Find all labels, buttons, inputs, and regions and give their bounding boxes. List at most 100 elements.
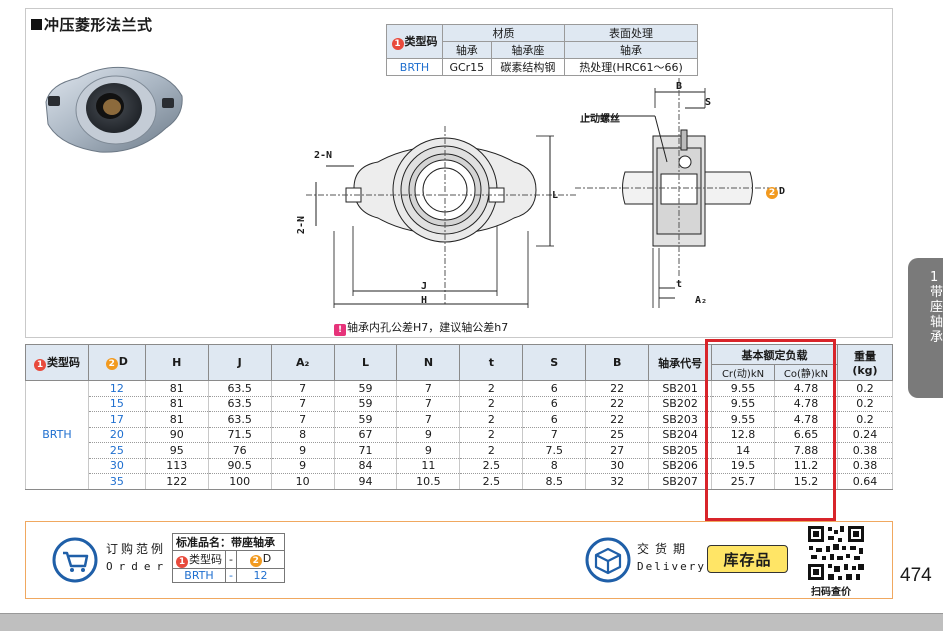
cell-N: 9 bbox=[396, 427, 461, 443]
section-title-text: 冲压菱形法兰式 bbox=[44, 16, 153, 34]
cell-D: 17 bbox=[87, 411, 146, 428]
cell-S: 7 bbox=[522, 427, 587, 443]
col-A2: A₂ bbox=[270, 344, 335, 381]
cell-t: 2 bbox=[459, 442, 524, 459]
cell-A2: 9 bbox=[270, 458, 335, 474]
cell-t: 2 bbox=[459, 380, 524, 397]
col-H: H bbox=[144, 344, 209, 381]
cell-L: 84 bbox=[333, 458, 398, 474]
cell-bearing-code: SB201 bbox=[648, 380, 713, 397]
delivery-label: 交货期 Delivery bbox=[637, 542, 706, 573]
order-dash: - bbox=[225, 550, 237, 569]
cell-A2: 7 bbox=[270, 380, 335, 397]
cell-co: 11.2 bbox=[774, 458, 838, 474]
front-view-drawing bbox=[306, 126, 576, 308]
chapter-side-tab[interactable] bbox=[908, 258, 943, 398]
cell-B: 22 bbox=[585, 411, 650, 428]
cell-t: 2 bbox=[459, 396, 524, 412]
cell-B: 25 bbox=[585, 427, 650, 443]
cell-A2: 7 bbox=[270, 411, 335, 428]
col-L: L bbox=[333, 344, 398, 381]
cell-D: 25 bbox=[87, 442, 146, 459]
cell-N: 7 bbox=[396, 396, 461, 412]
cell-L: 59 bbox=[333, 380, 398, 397]
cell-J: 63.5 bbox=[207, 411, 272, 428]
cell-cr: 12.8 bbox=[711, 427, 775, 443]
badge-1-icon: 1 bbox=[33, 359, 46, 371]
cell-weight: 0.2 bbox=[836, 380, 894, 397]
qr-code-icon[interactable] bbox=[806, 524, 866, 582]
order-label: 订购范例 Order bbox=[106, 542, 170, 573]
label-B: B bbox=[676, 81, 683, 92]
mat-col-surface-bearing: 轴承 bbox=[564, 41, 698, 59]
cell-bearing-code: SB205 bbox=[648, 442, 713, 459]
mat-housing-value: 碳素结构钢 bbox=[490, 58, 566, 76]
bottom-bar bbox=[0, 613, 943, 631]
cell-L: 59 bbox=[333, 411, 398, 428]
order-dash-value: - bbox=[225, 568, 237, 583]
label-2n-top: 2-N bbox=[314, 150, 333, 161]
cell-D: 15 bbox=[87, 396, 146, 412]
cell-D: 30 bbox=[87, 458, 146, 474]
cell-J: 90.5 bbox=[207, 458, 272, 474]
cell-weight: 0.38 bbox=[836, 442, 894, 459]
cell-co: 4.78 bbox=[774, 411, 838, 428]
cell-A2: 10 bbox=[270, 473, 335, 490]
cell-N: 7 bbox=[396, 380, 461, 397]
col-bearing-code: 轴承代号 bbox=[648, 344, 713, 381]
order-D-value: 12 bbox=[235, 568, 285, 583]
cell-H: 90 bbox=[144, 427, 209, 443]
cell-co: 7.88 bbox=[774, 442, 838, 459]
cell-cr: 19.5 bbox=[711, 458, 775, 474]
cell-L: 59 bbox=[333, 396, 398, 412]
badge-2-icon: 2 bbox=[249, 555, 262, 567]
cell-t: 2.5 bbox=[459, 458, 524, 474]
cart-icon bbox=[52, 537, 98, 583]
cell-weight: 0.2 bbox=[836, 411, 894, 428]
label-2n-side: 2-N bbox=[296, 216, 307, 235]
cell-S: 8 bbox=[522, 458, 587, 474]
cell-B: 22 bbox=[585, 396, 650, 412]
cell-S: 8.5 bbox=[522, 473, 587, 490]
mat-surface-header: 表面处理 bbox=[564, 24, 698, 42]
badge-1-icon: 1 bbox=[391, 38, 404, 50]
cell-A2: 9 bbox=[270, 442, 335, 459]
cell-J: 63.5 bbox=[207, 380, 272, 397]
badge-2-icon: 2 bbox=[766, 187, 778, 199]
section-title: 冲压菱形法兰式 bbox=[31, 14, 153, 35]
mat-col-housing: 轴承座 bbox=[490, 41, 566, 59]
col-B: B bbox=[585, 344, 650, 381]
col-S: S bbox=[522, 344, 587, 381]
cell-N: 10.5 bbox=[396, 473, 461, 490]
cell-S: 6 bbox=[522, 411, 587, 428]
load-highlight-box bbox=[705, 339, 836, 521]
in-stock-button[interactable]: 库存品 bbox=[707, 545, 788, 573]
cell-weight: 0.38 bbox=[836, 458, 894, 474]
cell-A2: 7 bbox=[270, 396, 335, 412]
delivery-box-icon bbox=[585, 537, 631, 583]
cell-cr: 25.7 bbox=[711, 473, 775, 490]
side-view-drawing bbox=[575, 78, 780, 308]
cell-N: 9 bbox=[396, 442, 461, 459]
cell-D: 12 bbox=[87, 380, 146, 397]
cell-B: 30 bbox=[585, 458, 650, 474]
label-set-screw: 止动螺丝 bbox=[580, 114, 620, 125]
col-J: J bbox=[207, 344, 272, 381]
cell-H: 81 bbox=[144, 380, 209, 397]
cell-H: 81 bbox=[144, 411, 209, 428]
cell-bearing-code: SB206 bbox=[648, 458, 713, 474]
col-N: N bbox=[396, 344, 461, 381]
cell-N: 7 bbox=[396, 411, 461, 428]
label-J: J bbox=[421, 281, 428, 292]
cell-N: 11 bbox=[396, 458, 461, 474]
mat-surface-value: 热处理(HRC61～66) bbox=[564, 58, 698, 76]
chapter-side-tab-label: 1带座轴承 bbox=[930, 270, 943, 345]
